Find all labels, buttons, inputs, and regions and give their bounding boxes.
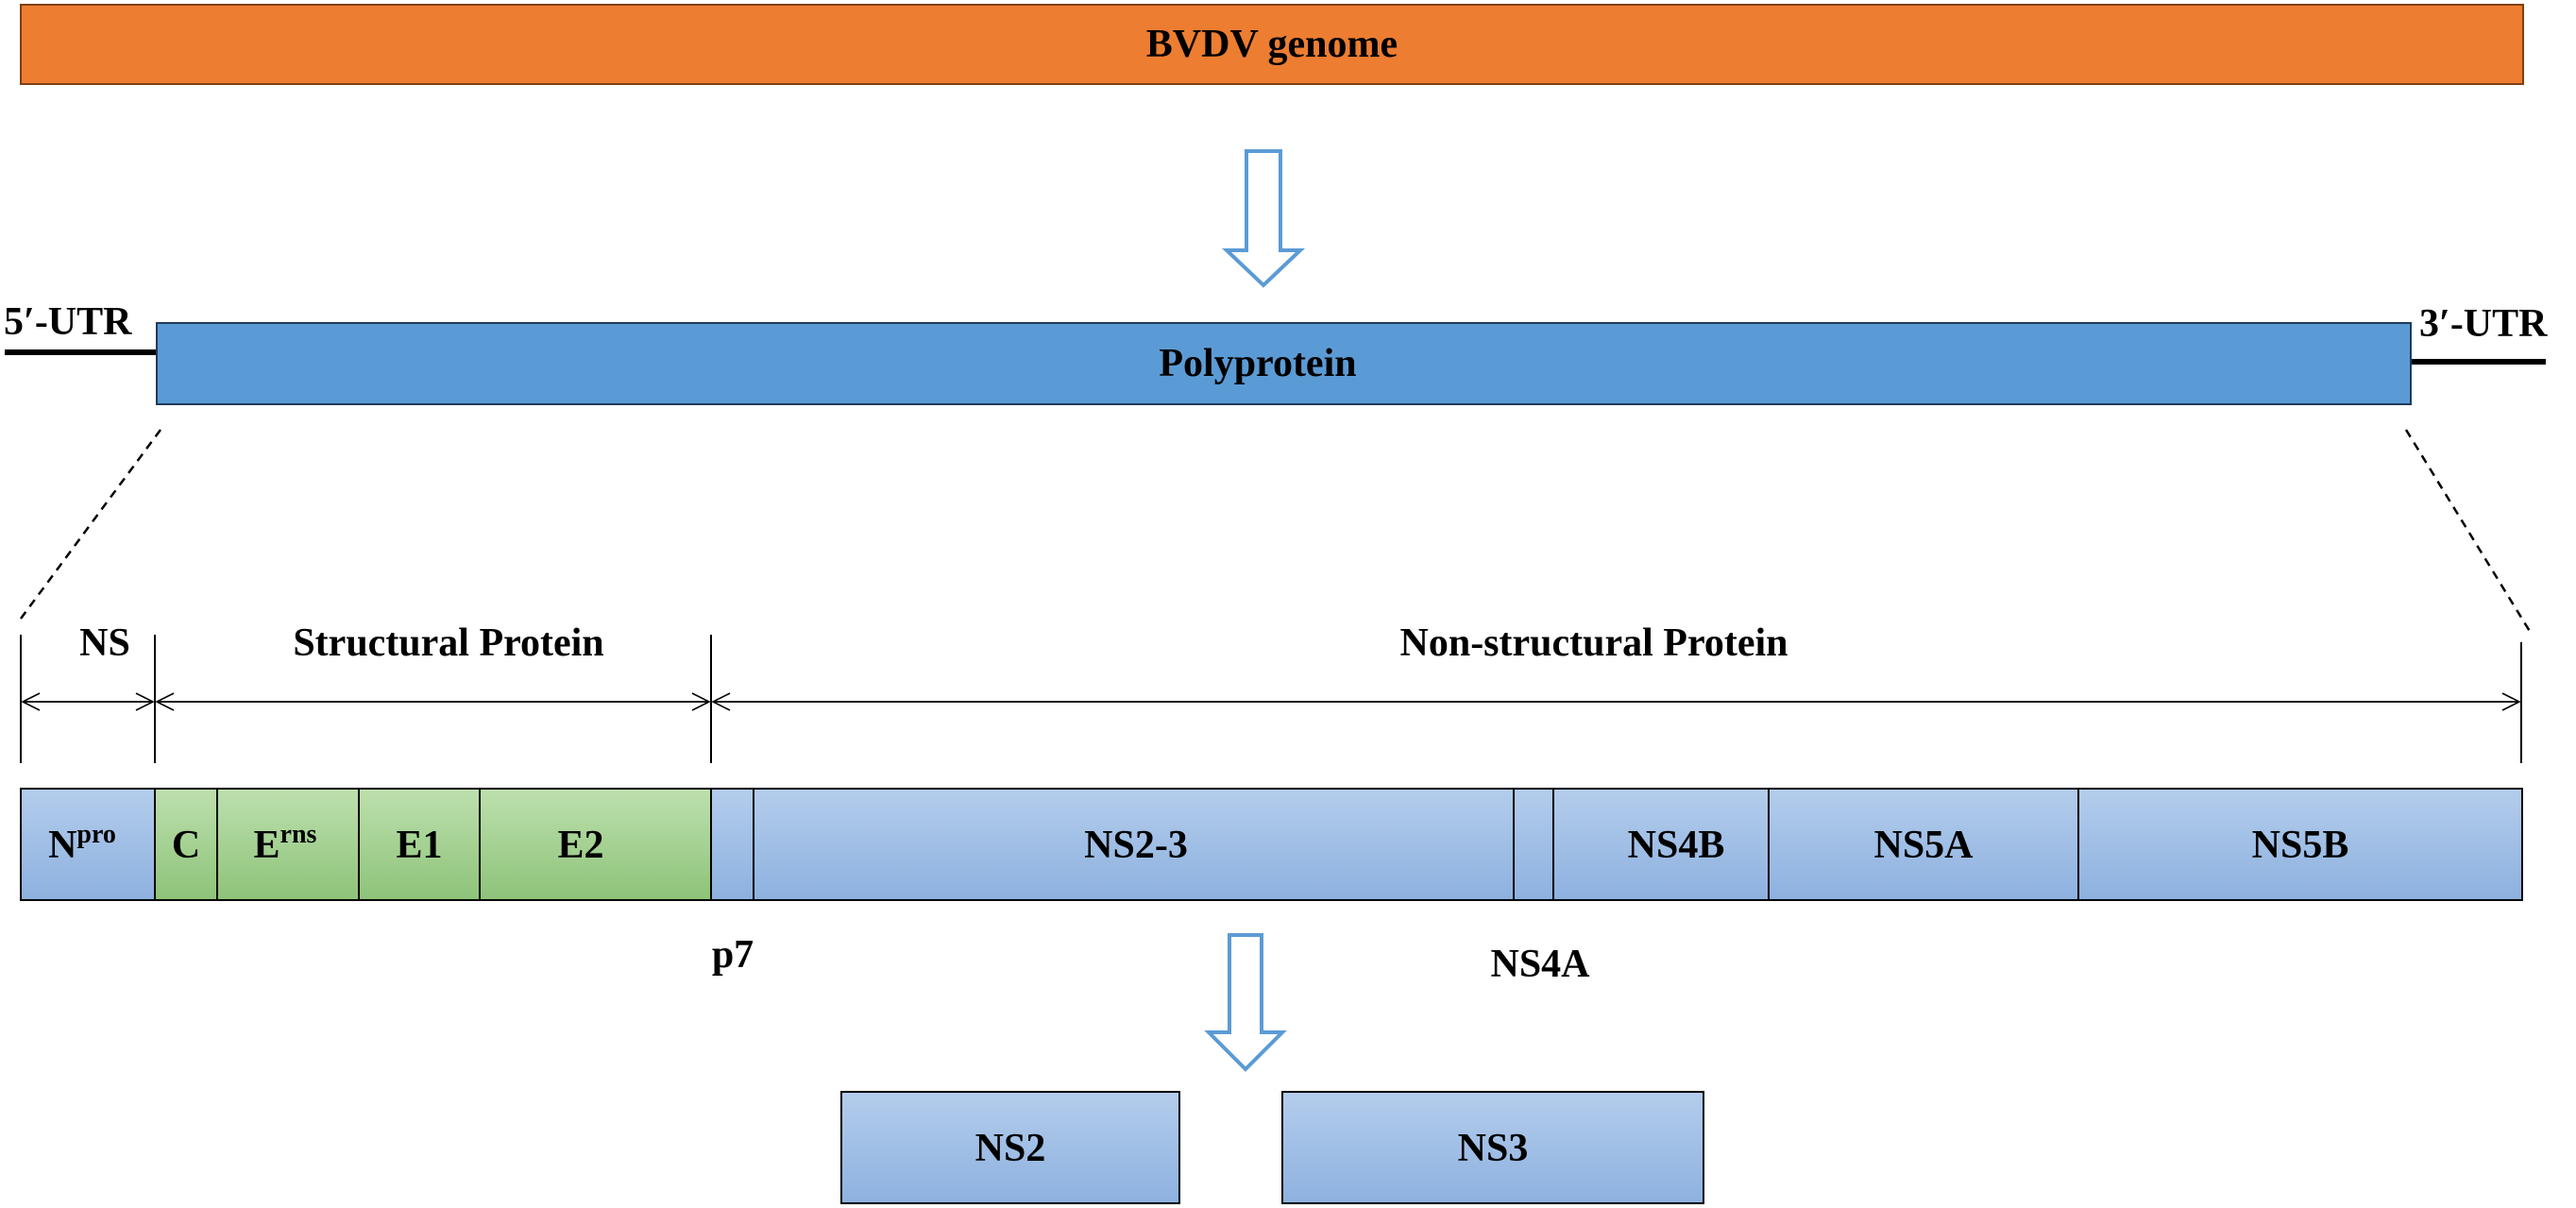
three-utr-label: 3′-UTR xyxy=(2419,302,2548,346)
segment-ns5b xyxy=(2077,788,2523,901)
structural-region-label: Structural Protein xyxy=(293,621,603,665)
product-ns3-label: NS3 xyxy=(1458,1127,1529,1170)
zoom-line-right xyxy=(2404,429,2533,634)
genome-bar-rect xyxy=(20,4,2524,85)
ns-region-label: NS xyxy=(79,621,130,665)
product-ns2 xyxy=(840,1091,1180,1204)
segment-e1 xyxy=(358,788,481,901)
segment-ns5b-label: NS5B xyxy=(2252,824,2349,867)
segment-ns4a-label: NS4A xyxy=(1490,943,1590,986)
five-utr-label: 5′-UTR xyxy=(4,300,132,344)
segment-ns5a-label: NS5A xyxy=(1873,824,1974,867)
segment-erns-label: Erns xyxy=(254,820,317,867)
segment-e1-label: E1 xyxy=(396,824,442,867)
segment-e2-label: E2 xyxy=(557,824,603,867)
segment-ns4b-label: NS4B xyxy=(1628,824,1725,867)
segment-ns23-label: NS2-3 xyxy=(1084,824,1188,867)
down-arrow-icon xyxy=(1221,149,1306,288)
down-arrow-icon xyxy=(1204,933,1287,1072)
segment-ns23 xyxy=(753,788,1515,901)
segment-ns4b xyxy=(1552,788,1770,901)
genome-label: BVDV genome xyxy=(1146,23,1398,66)
polyprotein-label: Polyprotein xyxy=(1159,342,1356,385)
zoom-line-left xyxy=(19,429,162,620)
segment-erns xyxy=(216,788,360,901)
segment-e2 xyxy=(479,788,712,901)
segment-npro-label: Npro xyxy=(48,820,116,867)
segment-p7 xyxy=(710,788,754,901)
polyprotein-bar: Polyprotein xyxy=(156,322,2412,405)
product-ns3 xyxy=(1281,1091,1704,1204)
protein-segments xyxy=(20,788,2523,901)
segment-c xyxy=(154,788,218,901)
product-ns2-label: NS2 xyxy=(975,1127,1046,1170)
segment-npro xyxy=(20,788,156,901)
nonstructural-region-label: Non-structural Protein xyxy=(1400,621,1788,665)
genome-bar: BVDV genome xyxy=(20,4,2524,85)
segment-p7-label: p7 xyxy=(712,933,754,977)
polyprotein-bar-rect xyxy=(156,322,2412,405)
segment-ns4a xyxy=(1513,788,1554,901)
segment-c-label: C xyxy=(172,824,200,867)
